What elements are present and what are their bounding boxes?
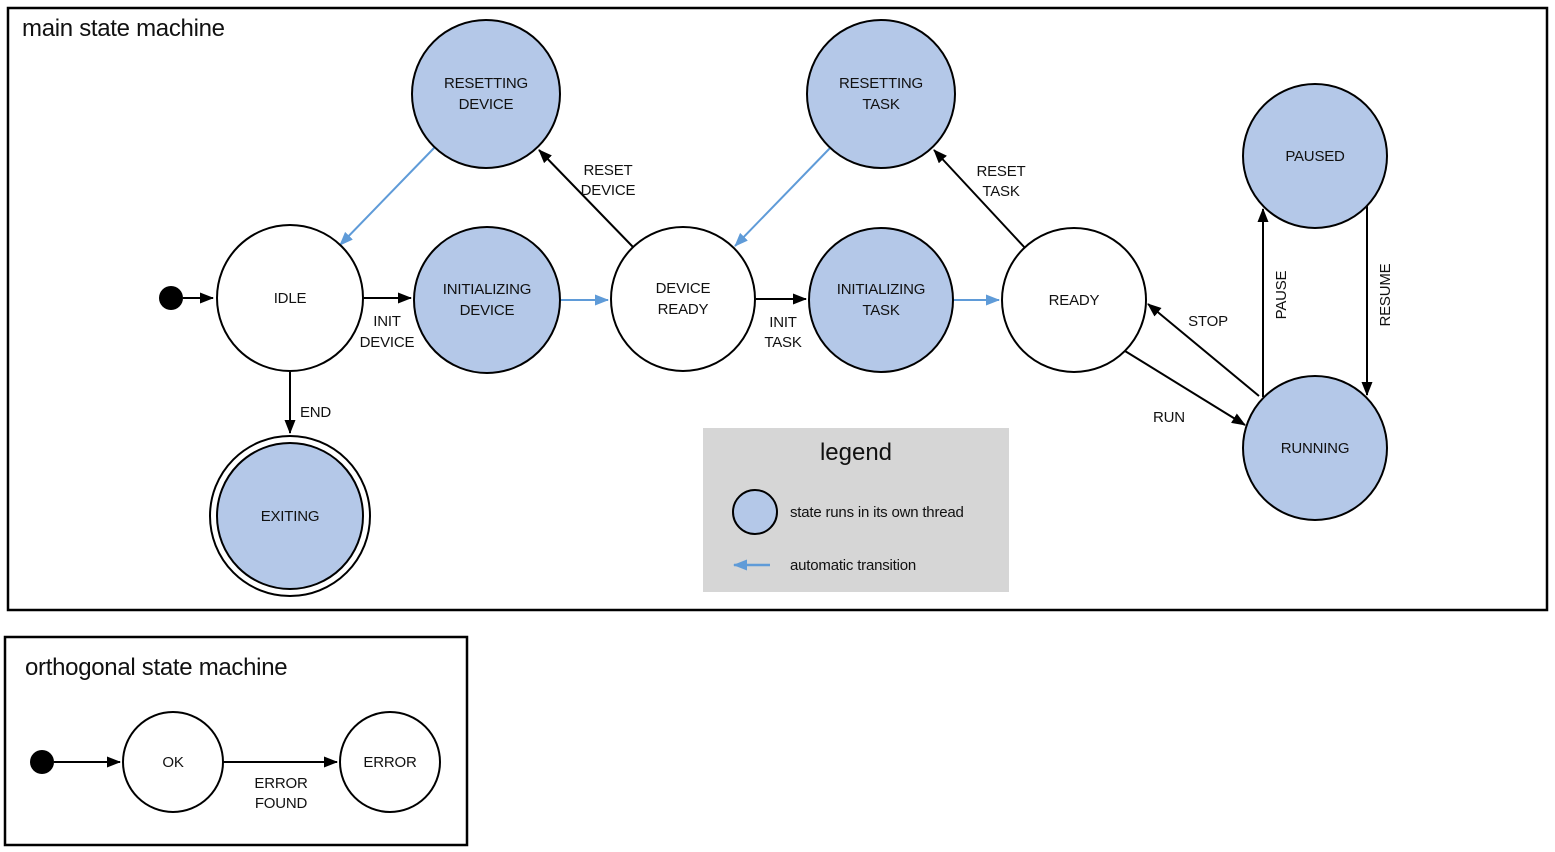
state-label-running: RUNNING [1281, 440, 1350, 457]
state-circle-device-ready [610, 226, 756, 372]
state-circle-exiting [216, 442, 364, 590]
transition-label-resume: RESUME [1377, 263, 1394, 326]
state-ready: READY [1001, 227, 1147, 373]
transition-end: END [284, 372, 332, 434]
state-label-error: ERROR [363, 754, 417, 771]
transition-label-run: RUN [1153, 409, 1185, 426]
state-label-ok: OK [162, 754, 183, 771]
transition-pause: PAUSE [1257, 208, 1290, 397]
legend-item-text-0: state runs in its own thread [790, 504, 964, 521]
legend-thread-state-icon [732, 489, 778, 535]
orthogonal-machine-title: orthogonal state machine [25, 654, 287, 681]
transition-auto-resetting-task [734, 146, 832, 247]
initial-state-dot [159, 286, 183, 310]
legend-item-text-1: automatic transition [790, 557, 916, 574]
state-circle-paused [1242, 83, 1388, 229]
state-idle: IDLE [216, 224, 364, 372]
main-machine-title: main state machine [22, 15, 225, 42]
state-circle-ok [122, 711, 224, 813]
state-label-paused: PAUSED [1285, 148, 1345, 165]
state-circle-resetting-task [806, 19, 956, 169]
legend: legend state runs in its own thread autom… [703, 428, 1009, 592]
legend-item-0: state runs in its own thread [732, 489, 964, 535]
transition-stop: STOP [1147, 303, 1260, 397]
state-circle-initializing-device [413, 226, 561, 374]
transition-arrow-auto-resetting-task [734, 146, 832, 247]
state-running: RUNNING [1242, 375, 1388, 521]
transition-arrow-stop [1147, 303, 1260, 397]
transition-resume: RESUME [1361, 206, 1394, 396]
state-label-exiting: EXITING [261, 508, 320, 525]
orthogonal-machine-frame [3, 635, 469, 847]
state-circle-ready [1001, 227, 1147, 373]
transition-label-stop: STOP [1188, 313, 1228, 330]
state-paused: PAUSED [1242, 83, 1388, 229]
transition-label-end: END [300, 404, 331, 421]
state-exiting: EXITING [209, 435, 371, 597]
legend-title: legend [820, 439, 892, 466]
transition-arrow-reset-task [933, 149, 1027, 250]
state-circle-resetting-device [411, 19, 561, 169]
transition-label-pause: PAUSE [1273, 270, 1290, 319]
transition-auto-resetting-device [339, 146, 436, 246]
transition-arrow-run [1124, 350, 1246, 426]
state-circle-running [1242, 375, 1388, 521]
legend-items: state runs in its own thread automatic tr… [732, 489, 964, 574]
transition-run: RUN [1124, 350, 1246, 426]
state-ok: OK [122, 711, 224, 813]
transition-arrow-auto-resetting-device [339, 146, 436, 246]
orthogonal-machine-states: OK ERROR [30, 711, 441, 813]
transition-arrow-reset-device [538, 149, 634, 248]
state-label-ready: READY [1049, 292, 1100, 309]
main-machine-frame [6, 6, 1549, 612]
state-circle-error [339, 711, 441, 813]
state-error: ERROR [339, 711, 441, 813]
state-label-idle: IDLE [274, 290, 307, 307]
initial-state-dot [30, 750, 54, 774]
state-circle-initializing-task [808, 227, 954, 373]
legend-item-1: automatic transition [733, 557, 916, 574]
state-circle-idle [216, 224, 364, 372]
